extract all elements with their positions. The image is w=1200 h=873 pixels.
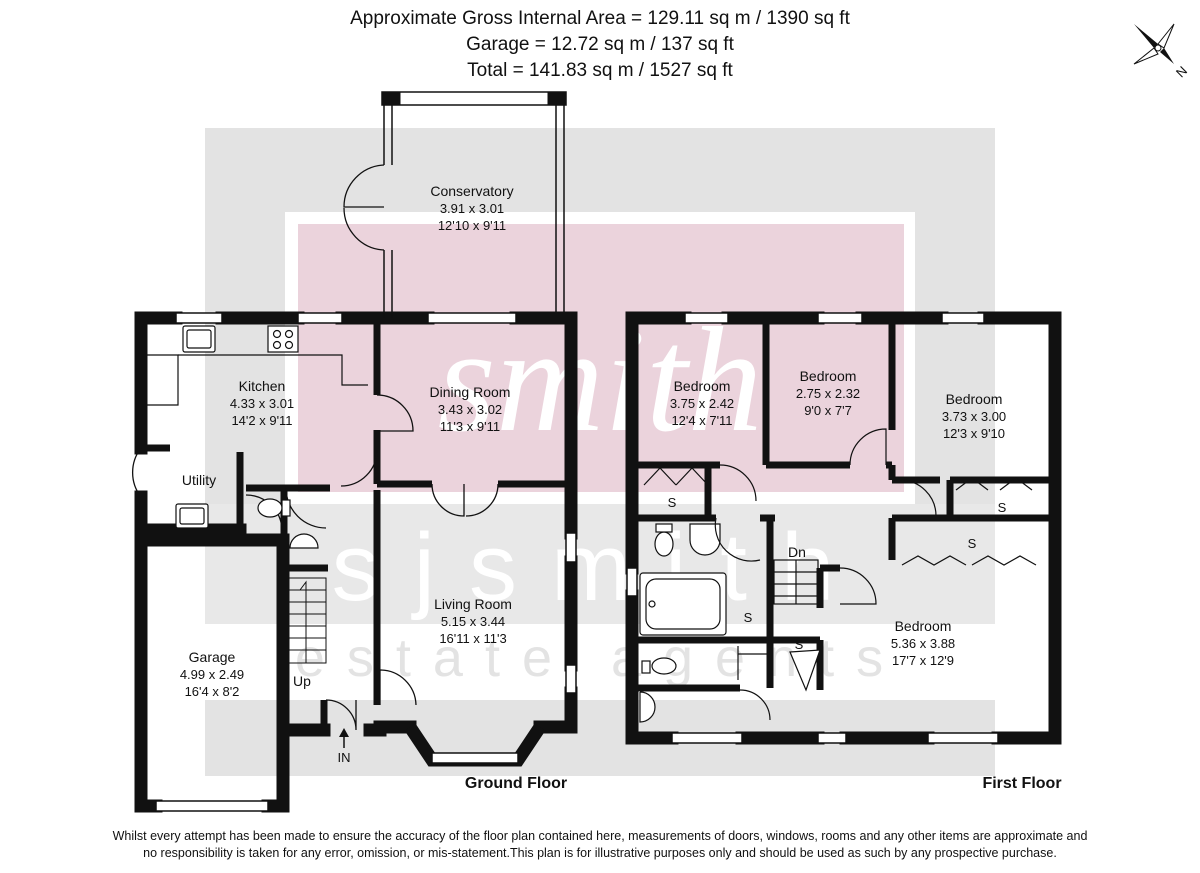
bed4-name: Bedroom (895, 618, 952, 634)
disclaimer: Whilst every attempt has been made to en… (0, 828, 1200, 862)
dining-imperial: 11'3 x 9'11 (440, 419, 500, 434)
conservatory-imperial: 12'10 x 9'11 (438, 218, 506, 233)
up-marker: Up (293, 673, 311, 689)
storage-marker-2: S (998, 500, 1007, 515)
dining-metric: 3.43 x 3.02 (438, 402, 502, 417)
first-floor-title: First Floor (982, 775, 1061, 792)
markers: Up IN Dn S S S S S (293, 495, 1007, 765)
kitchen-metric: 4.33 x 3.01 (230, 396, 294, 411)
bed1-name: Bedroom (674, 378, 731, 394)
compass-icon: N (1133, 23, 1190, 80)
ground-windows (155, 312, 577, 812)
disclaimer-line-1: Whilst every attempt has been made to en… (112, 829, 1088, 843)
bed4-imperial: 17'7 x 12'9 (892, 653, 954, 668)
bay-window (404, 723, 546, 767)
ground-doors (132, 394, 499, 731)
area-summary: Approximate Gross Internal Area = 129.11… (0, 6, 1200, 84)
kitchen-fittings (147, 325, 368, 549)
bed3-imperial: 12'3 x 9'10 (943, 426, 1005, 441)
garage-area-text: Garage = 12.72 sq m / 137 sq ft (466, 34, 734, 55)
first-floor-inner-walls (636, 322, 1050, 692)
garage-name: Garage (189, 649, 236, 665)
ground-floor-walls (134, 311, 578, 813)
gross-area-text: Approximate Gross Internal Area = 129.11… (350, 8, 850, 29)
first-windows (626, 312, 999, 744)
bed1-imperial: 12'4 x 7'11 (671, 413, 732, 428)
bed2-name: Bedroom (800, 368, 857, 384)
kitchen-name: Kitchen (239, 378, 286, 394)
garage-imperial: 16'4 x 8'2 (185, 684, 240, 699)
kitchen-imperial: 14'2 x 9'11 (231, 413, 292, 428)
living-metric: 5.15 x 3.44 (441, 614, 505, 629)
conservatory-metric: 3.91 x 3.01 (440, 201, 504, 216)
garage-metric: 4.99 x 2.49 (180, 667, 244, 682)
storage-marker-5: S (795, 637, 804, 652)
watermark-brand: sjsmith (332, 514, 869, 621)
watermark: smith sjsmith estate agents (205, 128, 995, 776)
down-marker: Dn (788, 544, 806, 560)
storage-marker-3: S (968, 536, 977, 551)
room-labels: Conservatory 3.91 x 3.01 12'10 x 9'11 Ki… (180, 183, 1006, 699)
bed2-metric: 2.75 x 2.32 (796, 386, 860, 401)
ground-floor-title: Ground Floor (465, 775, 567, 792)
dining-name: Dining Room (430, 384, 511, 400)
stairs-up (285, 577, 327, 664)
bed3-metric: 3.73 x 3.00 (942, 409, 1006, 424)
conservatory-name: Conservatory (430, 183, 513, 199)
bed4-metric: 5.36 x 3.88 (891, 636, 955, 651)
living-name: Living Room (434, 596, 512, 612)
watermark-script: smith (437, 297, 762, 463)
ground-floor-inner-walls (147, 322, 566, 730)
first-floor-fittings (639, 428, 1037, 723)
utility-name: Utility (182, 472, 216, 488)
bed3-name: Bedroom (946, 391, 1003, 407)
bed1-metric: 3.75 x 2.42 (670, 396, 734, 411)
conservatory-frame (343, 91, 567, 318)
storage-marker-4: S (744, 610, 753, 625)
entrance-arrow-icon (339, 728, 349, 748)
total-area-text: Total = 141.83 sq m / 1527 sq ft (467, 60, 733, 81)
first-floor-walls (625, 311, 1062, 745)
storage-marker-1: S (668, 495, 677, 510)
bed2-imperial: 9'0 x 7'7 (804, 403, 852, 418)
living-imperial: 16'11 x 11'3 (439, 631, 506, 646)
entrance-marker: IN (338, 750, 351, 765)
disclaimer-line-2: no responsibility is taken for any error… (143, 846, 1057, 860)
